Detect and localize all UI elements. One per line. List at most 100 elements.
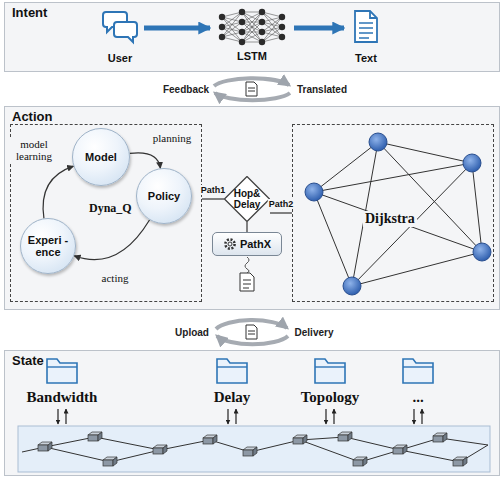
panel-ground [4, 2, 500, 72]
graph-edge [314, 192, 352, 286]
edge-label: Path1 [200, 185, 227, 195]
panel-ground [4, 106, 500, 310]
folder-icon [403, 359, 433, 383]
network-link [222, 17, 242, 42]
network-band [18, 426, 490, 472]
gear-hub [228, 242, 232, 246]
node-label: Hop& Delay [231, 188, 263, 210]
router-side [253, 447, 257, 456]
network-link [95, 437, 160, 450]
router-side [163, 445, 167, 454]
user-node: User [96, 8, 144, 64]
policy-circle: Policy [136, 168, 192, 224]
graph-edge [314, 142, 378, 192]
loop-arrows [214, 78, 290, 344]
node-label: User [108, 52, 132, 64]
neuron [239, 19, 245, 25]
network-link [222, 22, 242, 37]
router-front [453, 460, 463, 466]
state-folder: Topology [285, 356, 375, 406]
neuron [259, 9, 265, 15]
node-label: Delay [214, 389, 251, 406]
connector [294, 26, 344, 31]
panel-title: Action [12, 109, 52, 124]
router-front [38, 445, 48, 451]
node-label: Bandwidth [27, 389, 98, 406]
graph-vertex [463, 154, 481, 172]
node-label: Dyna_Q [87, 201, 134, 216]
node-label: Text [355, 52, 377, 64]
graph-vertex [473, 243, 491, 261]
network-link [262, 12, 282, 37]
router-side [348, 432, 352, 441]
wavy-line [245, 257, 249, 273]
connector [74, 220, 149, 260]
neuron [279, 34, 285, 40]
node-label: LSTM [237, 50, 267, 62]
pathx-box: PathX [212, 232, 282, 256]
folder-flap [217, 366, 247, 367]
down-arrow [227, 409, 228, 424]
router-front [433, 436, 443, 442]
router-side [303, 435, 307, 444]
graph-edge [314, 192, 482, 252]
network-link [262, 17, 282, 42]
state-folder: Bandwidth [17, 356, 107, 406]
flow-label: Feedback [161, 84, 211, 95]
folder-flap [315, 366, 345, 367]
router-side [463, 457, 467, 466]
neuron [219, 24, 225, 30]
network-link [45, 447, 110, 462]
decision-diamond: Hop& Delay [224, 176, 270, 222]
network-link [262, 27, 282, 42]
router-front [393, 448, 403, 454]
down-arrow [325, 409, 326, 424]
node-label: Topology [301, 389, 360, 406]
up-arrow [421, 409, 422, 424]
experience-circle: Experi -ence [20, 218, 76, 274]
graph-vertex [343, 277, 361, 295]
neuron [279, 24, 285, 30]
panel-title: Intent [12, 5, 47, 20]
document-icon [355, 11, 377, 42]
connector [246, 222, 247, 232]
neuron [259, 19, 265, 25]
connector [270, 212, 292, 213]
node-label: Model [85, 151, 117, 163]
router-side [98, 432, 102, 441]
graph-vertex [305, 183, 323, 201]
network-link [242, 12, 262, 42]
graph-edge [352, 252, 482, 286]
graph-edge [472, 163, 482, 252]
network-link [250, 440, 300, 452]
folder-flap [403, 366, 433, 367]
graph-illustration [305, 133, 491, 295]
router-side [213, 435, 217, 444]
router-front [293, 438, 303, 444]
router-side [48, 442, 52, 451]
lstm-network [219, 9, 285, 45]
network-link [110, 450, 160, 462]
diamond-shape [224, 176, 269, 221]
node-label: Experi -ence [26, 234, 70, 258]
edge-label: planning [152, 132, 193, 144]
flow-label: Upload [173, 327, 211, 338]
router-front [243, 450, 253, 456]
lstm-node: LSTM [210, 6, 294, 62]
router-front [153, 448, 163, 454]
graph-edge [378, 142, 472, 163]
intent-panel: IntentUser LSTM Text [4, 2, 500, 72]
folder-icon [315, 359, 345, 383]
router-front [353, 460, 363, 466]
neuron [239, 9, 245, 15]
network-illustration [22, 432, 488, 466]
neuron [219, 34, 225, 40]
up-arrow [65, 409, 66, 424]
down-arrow [413, 409, 414, 424]
node-label: Dijkstra [363, 211, 417, 227]
action-panel: ActionDyna_Q ModelPolicyExperi -ence Hop& … [4, 106, 500, 310]
down-arrow [57, 409, 58, 424]
folder-icons [47, 359, 433, 424]
network-link [300, 440, 360, 462]
connector [144, 26, 210, 31]
